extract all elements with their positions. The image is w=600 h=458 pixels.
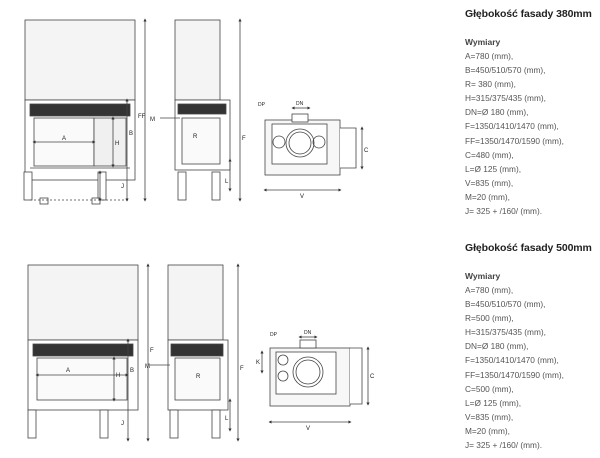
label-c-top: C <box>364 148 369 154</box>
label-f-bottom-front: F <box>150 348 154 354</box>
spec-item: M=20 (mm), <box>465 191 510 202</box>
label-dn-top: DN <box>296 101 304 107</box>
label-dp-bottom: DP <box>270 332 278 338</box>
label-r-bottom: R <box>196 374 201 380</box>
label-a-top: A <box>62 136 66 142</box>
label-m-bottom: M <box>145 364 150 370</box>
side-view-380 <box>160 18 242 202</box>
label-k-bottom: K <box>256 360 260 366</box>
spec-item: FF=1350/1470/1590 (mm), <box>465 369 564 380</box>
spec-item: C=480 (mm), <box>465 149 514 160</box>
spec-item: A=780 (mm), <box>465 285 514 295</box>
spec-item: DN=Ø 180 (mm), <box>465 341 529 352</box>
spec-item: A=780 (mm), <box>465 51 514 61</box>
spec-section-500: Głębokość fasady 500mm Wymiary A=780 (mm… <box>465 242 600 452</box>
label-dp-top: DP <box>258 102 266 108</box>
spec-item: B=450/510/570 (mm), <box>465 299 546 310</box>
front-view-500 <box>27 263 150 442</box>
spec-item: J= 325 + /160/ (mm). <box>465 440 543 451</box>
label-v-bottom: V <box>306 426 310 432</box>
spec-item: B=450/510/570 (mm), <box>465 65 546 76</box>
label-l-bottom: L <box>225 416 229 422</box>
spec-item: FF=1350/1470/1590 (mm), <box>465 135 564 146</box>
spec-list: A=780 (mm), B=450/510/570 (mm), R= 380 (… <box>465 49 600 218</box>
spec-item: R=500 (mm), <box>465 313 514 324</box>
spec-item: F=1350/1410/1470 (mm), <box>465 121 559 132</box>
spec-list: A=780 (mm), B=450/510/570 (mm), R=500 (m… <box>465 283 600 452</box>
spec-item: R= 380 (mm), <box>465 79 516 90</box>
label-dn-bottom: DN <box>304 330 312 336</box>
label-j-top: J <box>121 184 124 190</box>
section-title: Głębokość fasady 380mm <box>465 8 592 20</box>
spec-item: C=500 (mm), <box>465 383 514 394</box>
section-subtitle: Wymiary <box>465 37 501 47</box>
spec-item: F=1350/1410/1470 (mm), <box>465 355 559 366</box>
side-view-500 <box>150 263 240 442</box>
spec-item: H=315/375/435 (mm), <box>465 93 546 104</box>
spec-item: V=835 (mm), <box>465 411 514 422</box>
spec-item: M=20 (mm), <box>465 425 510 436</box>
front-view-380 <box>23 18 147 205</box>
label-b-top: B <box>129 131 133 137</box>
label-f-top: F <box>242 136 246 142</box>
label-a-bottom: A <box>66 368 70 374</box>
spec-item: H=315/375/435 (mm), <box>465 327 546 338</box>
plan-view-380 <box>263 106 364 192</box>
spec-item: V=835 (mm), <box>465 177 514 188</box>
label-f-bottom: F <box>240 366 244 372</box>
spec-item: L=Ø 125 (mm), <box>465 163 522 174</box>
spec-section-380: Głębokość fasady 380mm Wymiary A=780 (mm… <box>465 8 600 218</box>
label-l-top: L <box>225 179 229 185</box>
label-ff-top: FF <box>138 114 146 120</box>
section-subtitle: Wymiary <box>465 271 501 281</box>
label-j-bottom: J <box>121 421 124 427</box>
label-h-bottom: H <box>116 373 120 379</box>
spec-item: L=Ø 125 (mm), <box>465 397 522 408</box>
section-title: Głębokość fasady 500mm <box>465 242 592 254</box>
label-b-bottom: B <box>130 368 134 374</box>
label-c-bottom: C <box>370 374 375 380</box>
label-r-top: R <box>193 134 198 140</box>
label-v-top: V <box>300 194 304 200</box>
plan-view-500 <box>260 335 370 424</box>
label-h-top: H <box>115 141 119 147</box>
spec-item: J= 325 + /160/ (mm). <box>465 206 543 217</box>
spec-item: DN=Ø 180 (mm), <box>465 107 529 118</box>
label-m-top: M <box>150 117 155 123</box>
